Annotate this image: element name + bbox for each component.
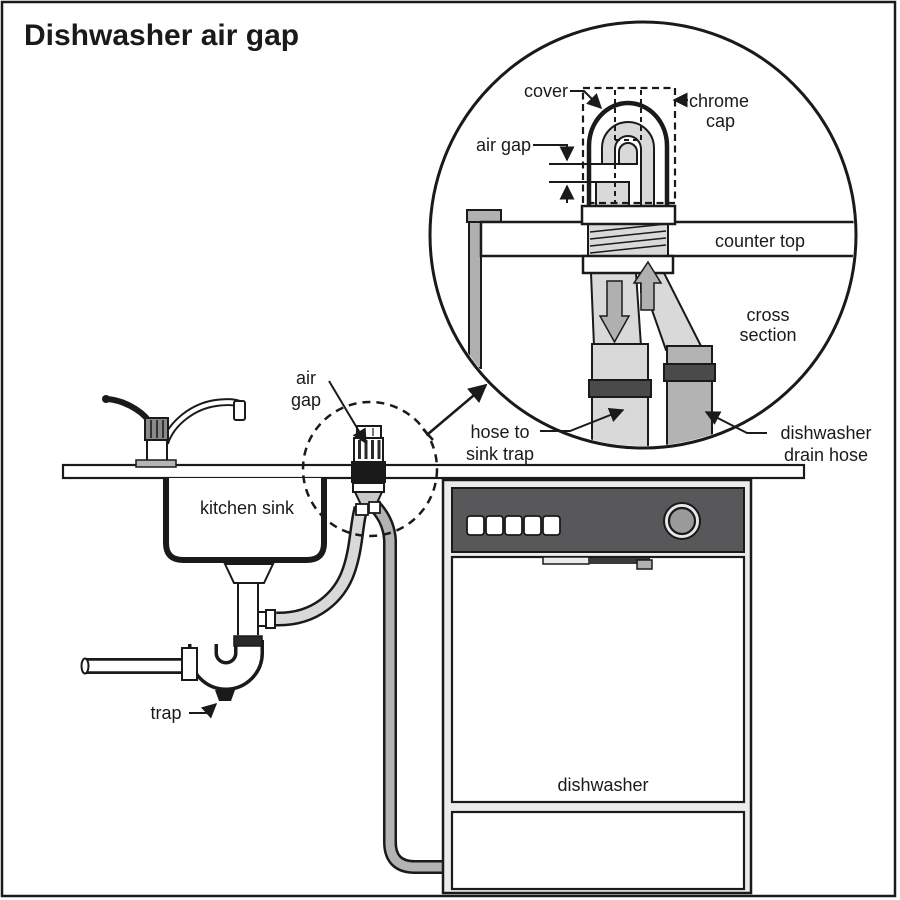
thread-line bbox=[589, 230, 667, 240]
cross-section-label-line2: section bbox=[739, 325, 796, 345]
faucet-spout-tip bbox=[233, 400, 246, 421]
counter-top bbox=[61, 463, 806, 480]
flow-up-arrow-icon bbox=[632, 260, 663, 311]
thread-line bbox=[589, 223, 667, 233]
dishwasher-drain-hose-label-line2: drain hose bbox=[784, 445, 868, 465]
panel-button[interactable] bbox=[466, 515, 485, 536]
hose-to-sink-trap-label-line2: sink trap bbox=[466, 444, 534, 464]
thread-line bbox=[589, 237, 667, 247]
slip-nut bbox=[233, 635, 263, 647]
air-gap-dim-upper-arrow bbox=[533, 144, 575, 162]
panel-button[interactable] bbox=[542, 515, 561, 536]
cap-vent-slot bbox=[371, 440, 374, 459]
door-latch bbox=[636, 559, 653, 570]
air-gap-dimension bbox=[533, 144, 618, 203]
magnifier-leader-tick bbox=[422, 428, 434, 441]
kick-panel bbox=[450, 810, 746, 891]
sink-drain-and-trap bbox=[80, 563, 275, 701]
dishwasher-drain-hose bbox=[369, 500, 447, 872]
door-handle-recess bbox=[542, 556, 590, 565]
faucet bbox=[102, 395, 246, 468]
dishwasher: dishwasher bbox=[441, 478, 753, 895]
air-gap-label-line2: gap bbox=[291, 390, 321, 410]
panel-knob[interactable] bbox=[667, 506, 697, 536]
dishwasher-label: dishwasher bbox=[557, 775, 648, 795]
kitchen-sink-label: kitchen sink bbox=[200, 498, 295, 518]
hose-clamp-left bbox=[588, 379, 652, 398]
chrome-cap-dashed-outline bbox=[581, 86, 677, 205]
hose-to-sink-trap bbox=[275, 506, 366, 625]
dishwasher-door[interactable] bbox=[450, 555, 746, 804]
faucet-body bbox=[146, 439, 168, 462]
kitchen-sink-basin bbox=[163, 478, 327, 563]
air-gap-mounting-band bbox=[351, 461, 386, 483]
hose-to-sink-trap-leader-arrow bbox=[540, 408, 625, 432]
hose-connector-left bbox=[355, 503, 369, 516]
dishwasher-drain-hose-label-line1: dishwasher bbox=[780, 423, 871, 443]
air-gap-collar bbox=[352, 482, 385, 493]
inset-geometry bbox=[466, 86, 854, 446]
hose-clamp-right bbox=[663, 363, 716, 382]
page-title: Dishwasher air gap bbox=[24, 19, 299, 52]
dashed-highlight-circle bbox=[301, 400, 439, 538]
counter-top-label: counter top bbox=[715, 231, 805, 251]
thread-line bbox=[589, 244, 667, 254]
chrome-cap-label-line1: chrome bbox=[689, 91, 749, 111]
air-gap-label-line1: air bbox=[296, 368, 316, 388]
upper-flange bbox=[580, 204, 677, 226]
pipe-coupling bbox=[181, 647, 198, 681]
cap-vent-slot bbox=[364, 440, 368, 459]
air-gap-leader-arrow bbox=[328, 380, 367, 445]
cap-vent-slot bbox=[377, 440, 381, 459]
tailpiece bbox=[237, 582, 259, 640]
air-gap-inset-label: air gap bbox=[476, 135, 531, 155]
trap-leader-arrow bbox=[189, 702, 218, 719]
hose-collar bbox=[265, 609, 276, 629]
cover-leader-arrow bbox=[570, 90, 603, 110]
hose-to-sink-trap-label-line1: hose to bbox=[470, 422, 529, 442]
main-scene: kitchen sink bbox=[61, 368, 806, 895]
inlet-notch bbox=[618, 142, 638, 165]
hose-connector-right bbox=[368, 501, 381, 514]
inset-cross-section: cover chrome cap air gap counter top cro… bbox=[428, 20, 872, 465]
faucet-handle-tip bbox=[102, 395, 110, 403]
sink-wall-edge bbox=[468, 221, 482, 369]
trap-label: trap bbox=[150, 703, 181, 723]
magnifier-leader-arrow bbox=[427, 383, 488, 435]
cap-vent-slot bbox=[358, 440, 361, 459]
trap-bowl-body bbox=[191, 635, 261, 688]
door-handle[interactable] bbox=[589, 558, 650, 564]
chrome-cap-label-line2: cap bbox=[706, 111, 735, 131]
drain-hose-section bbox=[666, 345, 713, 446]
sink-rim-edge bbox=[466, 209, 502, 223]
drain-flange bbox=[223, 563, 275, 584]
trap-cleanout-plug bbox=[215, 690, 235, 701]
lower-flange-nut bbox=[581, 254, 675, 275]
drain-pipe-open-end bbox=[80, 657, 90, 675]
cross-section-label-line1: cross bbox=[746, 305, 789, 325]
panel-button[interactable] bbox=[485, 515, 504, 536]
cover-label: cover bbox=[524, 81, 568, 101]
dishwasher-drain-hose-leader-arrow bbox=[704, 411, 767, 434]
panel-button[interactable] bbox=[504, 515, 523, 536]
flow-down-arrow-icon bbox=[598, 280, 631, 344]
faucet-base bbox=[135, 459, 177, 468]
panel-button[interactable] bbox=[523, 515, 542, 536]
